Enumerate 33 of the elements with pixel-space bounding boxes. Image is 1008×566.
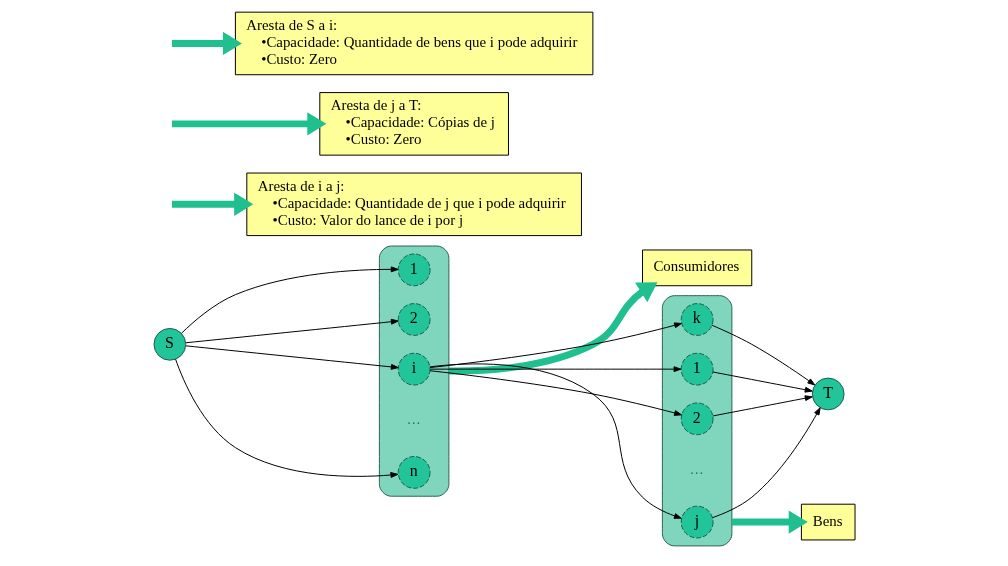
node-box: Aresta de i a j: •Capacidade: Quantidade de j que i pode adquirir •Custo: Valor do lance de i por j [245,172,582,237]
arrow [185,318,399,344]
node-circle: i [397,352,431,386]
arrow [711,407,821,519]
cluster [661,295,732,547]
node-circle: 2 [680,402,714,436]
arrow [185,345,399,370]
node-text: … [406,412,421,428]
cluster [378,245,449,497]
arrow [448,282,657,375]
arrow [428,363,682,519]
node-circle: k [680,303,714,336]
node-text: … [689,462,704,478]
arrow [174,358,398,478]
node-circle: 2 [397,303,431,336]
arrow [428,322,682,369]
node-box: Consumidores [641,249,752,287]
node-box: Aresta de S a i: •Capacidade: Quantidade de bens que i pode adquirir •Custo: Zero [234,11,593,76]
node-circle: n [397,456,431,489]
node-box: Aresta de j a T: •Capacidade: Cópias de j •Custo: Zero [318,92,509,156]
node-circle: 1 [680,352,714,386]
node-box: Bens [800,503,856,541]
node-circle: S [152,327,186,361]
arrow [711,324,815,386]
arrow [180,266,399,334]
node-circle: 1 [397,253,431,287]
arrow [731,510,808,534]
arrow [711,371,813,393]
arrow [711,395,813,417]
node-circle: j [680,505,714,539]
arrow [428,370,682,416]
arrow [429,366,681,373]
node-circle: T [811,377,845,411]
